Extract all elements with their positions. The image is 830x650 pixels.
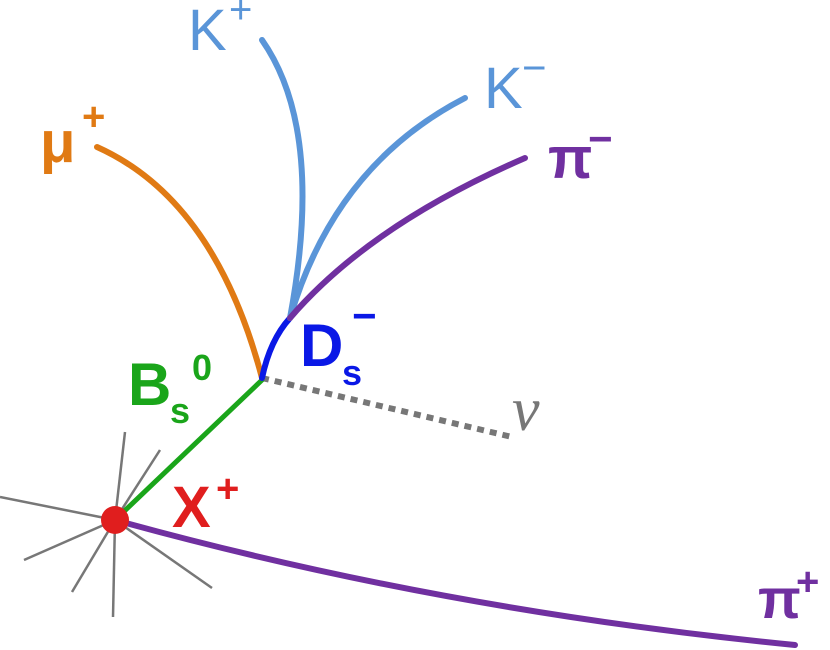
pi-minus-track	[287, 155, 528, 321]
bs-zero-sub: s	[170, 390, 190, 431]
label-mu-plus: μ +	[40, 95, 105, 175]
spray-line	[111, 519, 117, 618]
mu-plus-sup: +	[82, 95, 105, 139]
pi-minus-base: π	[548, 126, 592, 191]
spray-line	[113, 431, 127, 521]
k-plus-sup: +	[229, 0, 252, 32]
label-nu: ν	[512, 376, 540, 444]
label-pi-plus: π +	[758, 560, 819, 630]
pi-plus-sup: +	[796, 560, 819, 604]
primary-vertex	[101, 506, 129, 534]
mu-plus-base: μ	[40, 110, 76, 175]
nu-base: ν	[512, 376, 540, 444]
ds-minus-sup: −	[352, 292, 377, 339]
spray-line	[114, 518, 213, 590]
bs-zero-base: B	[128, 351, 171, 418]
label-ds-minus: D s −	[300, 292, 377, 393]
bs-zero-sup: 0	[192, 347, 212, 388]
ds-minus-sub: s	[342, 352, 362, 393]
bs-track	[112, 377, 265, 523]
x-plus-base: X	[172, 475, 211, 540]
neutrino-track	[261, 375, 513, 440]
ds-minus-base: D	[300, 312, 343, 379]
k-plus-base: K	[188, 0, 227, 63]
label-k-plus: K +	[188, 0, 252, 63]
k-minus-sup: −	[522, 44, 547, 91]
label-bs-zero: B s 0	[128, 347, 212, 431]
pi-plus-track	[112, 517, 798, 648]
spray-line	[23, 518, 116, 562]
label-x-plus: X +	[172, 467, 239, 540]
k-plus-track	[259, 37, 306, 321]
k-minus-base: K	[484, 56, 523, 121]
ds-track	[259, 315, 293, 381]
label-pi-minus: π −	[548, 115, 613, 191]
pi-plus-base: π	[758, 567, 801, 630]
x-plus-sup: +	[216, 467, 239, 511]
mu-plus-track	[94, 144, 265, 381]
label-k-minus: K −	[484, 44, 547, 121]
spray-line	[0, 495, 116, 522]
pi-minus-sup: −	[588, 115, 613, 162]
k-minus-track	[287, 95, 468, 321]
